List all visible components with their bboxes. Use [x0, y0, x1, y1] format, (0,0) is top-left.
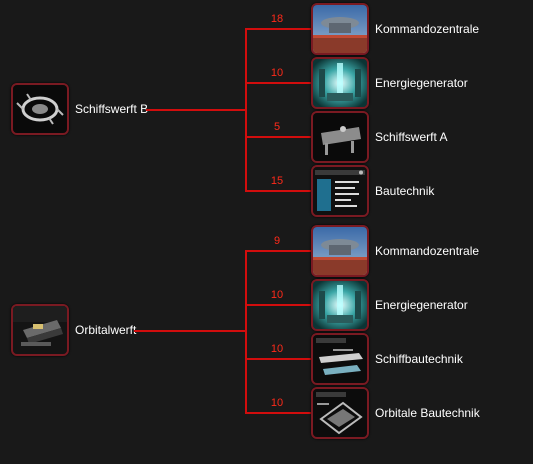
requirement-item[interactable]: Orbitale Bautechnik — [311, 387, 480, 439]
requirement-label: Kommandozentrale — [375, 244, 480, 258]
connector-branch — [245, 250, 311, 252]
required-level: 18 — [270, 13, 284, 25]
orbital-shipyard-icon[interactable] — [11, 304, 69, 356]
shipbuilding-tech-icon[interactable] — [311, 333, 369, 385]
energy-generator-icon[interactable] — [311, 279, 369, 331]
connector-trunk — [245, 250, 247, 414]
requirement-label: Orbitale Bautechnik — [375, 406, 480, 420]
required-level: 10 — [270, 397, 284, 409]
shipyard-icon[interactable] — [11, 83, 69, 135]
requirement-item[interactable]: Kommandozentrale — [311, 3, 479, 55]
required-level: 15 — [270, 175, 284, 187]
source-building-2[interactable]: Orbitalwerft — [11, 304, 136, 356]
requirement-label: Bautechnik — [375, 184, 435, 198]
requirement-item[interactable]: Schiffswerft A — [311, 111, 447, 163]
required-level: 5 — [273, 121, 281, 133]
requirement-label: Schiffbautechnik — [375, 352, 463, 366]
connector-branch — [245, 190, 311, 192]
source-label: Orbitalwerft — [75, 323, 137, 337]
requirement-item[interactable]: Energiegenerator — [311, 57, 468, 109]
connector-branch — [245, 82, 311, 84]
connector-branch — [245, 136, 311, 138]
orbital-construction-tech-icon[interactable] — [311, 387, 369, 439]
required-level: 9 — [273, 235, 281, 247]
required-level: 10 — [270, 67, 284, 79]
construction-tech-icon[interactable] — [311, 165, 369, 217]
command-center-icon[interactable] — [311, 225, 369, 277]
required-level: 10 — [270, 289, 284, 301]
connector-branch — [245, 28, 311, 30]
requirement-label: Energiegenerator — [375, 76, 468, 90]
source-building-1[interactable]: Schiffswerft B — [11, 83, 148, 135]
command-center-icon[interactable] — [311, 3, 369, 55]
shipyard-a-icon[interactable] — [311, 111, 369, 163]
requirement-item[interactable]: Kommandozentrale — [311, 225, 479, 277]
requirement-label: Energiegenerator — [375, 298, 468, 312]
requirement-label: Kommandozentrale — [375, 22, 480, 36]
requirement-item[interactable]: Energiegenerator — [311, 279, 468, 331]
energy-generator-icon[interactable] — [311, 57, 369, 109]
requirement-item[interactable]: Bautechnik — [311, 165, 434, 217]
connector-branch — [245, 412, 311, 414]
connector-line — [146, 109, 246, 111]
connector-line — [134, 330, 246, 332]
requirement-label: Schiffswerft A — [375, 130, 448, 144]
connector-branch — [245, 304, 311, 306]
required-level: 10 — [270, 343, 284, 355]
source-label: Schiffswerft B — [75, 102, 149, 116]
connector-trunk — [245, 28, 247, 192]
connector-branch — [245, 358, 311, 360]
requirement-item[interactable]: Schiffbautechnik — [311, 333, 463, 385]
